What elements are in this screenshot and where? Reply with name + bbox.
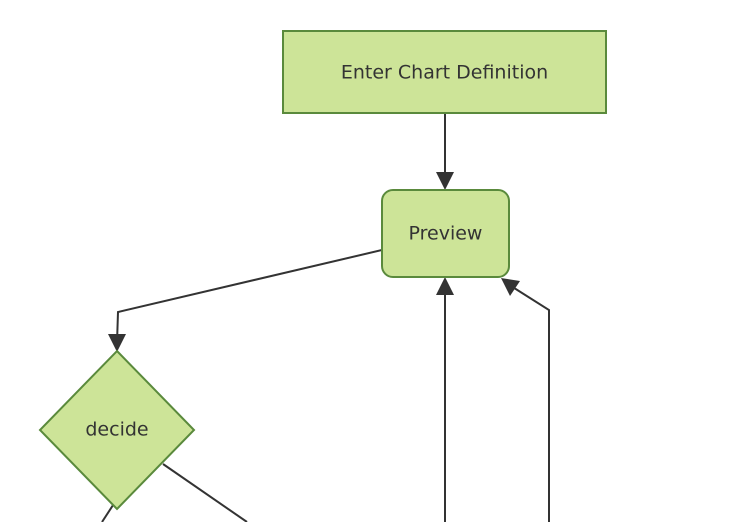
- edge-enter-to-preview[interactable]: [436, 113, 454, 190]
- arrow-head-into-preview-top: [436, 172, 454, 190]
- arrow-head-into-preview-bottom-right: [501, 278, 520, 296]
- node-decide[interactable]: decide: [38, 349, 196, 511]
- node-enter-chart-definition-shape: [282, 30, 607, 114]
- edge-decide-right-out-line: [162, 463, 248, 522]
- arrow-head-into-decide-top: [108, 334, 126, 352]
- edge-bottom-right-to-preview[interactable]: [501, 278, 550, 522]
- edge-bottom-right-to-preview-line: [510, 285, 550, 522]
- node-enter-chart-definition[interactable]: Enter Chart Definition: [282, 30, 607, 114]
- edge-layer: [101, 113, 550, 522]
- edge-bottom-left-to-preview[interactable]: [436, 277, 454, 522]
- node-layer: Enter Chart Definition Preview decide: [38, 30, 607, 511]
- edge-preview-to-decide-line: [116, 249, 383, 344]
- arrow-head-into-preview-bottom: [436, 277, 454, 295]
- node-preview[interactable]: Preview: [381, 189, 510, 278]
- edge-decide-right-out[interactable]: [162, 463, 248, 522]
- node-decide-shape: [38, 349, 196, 511]
- edge-preview-to-decide[interactable]: [108, 249, 383, 352]
- node-preview-shape: [381, 189, 510, 278]
